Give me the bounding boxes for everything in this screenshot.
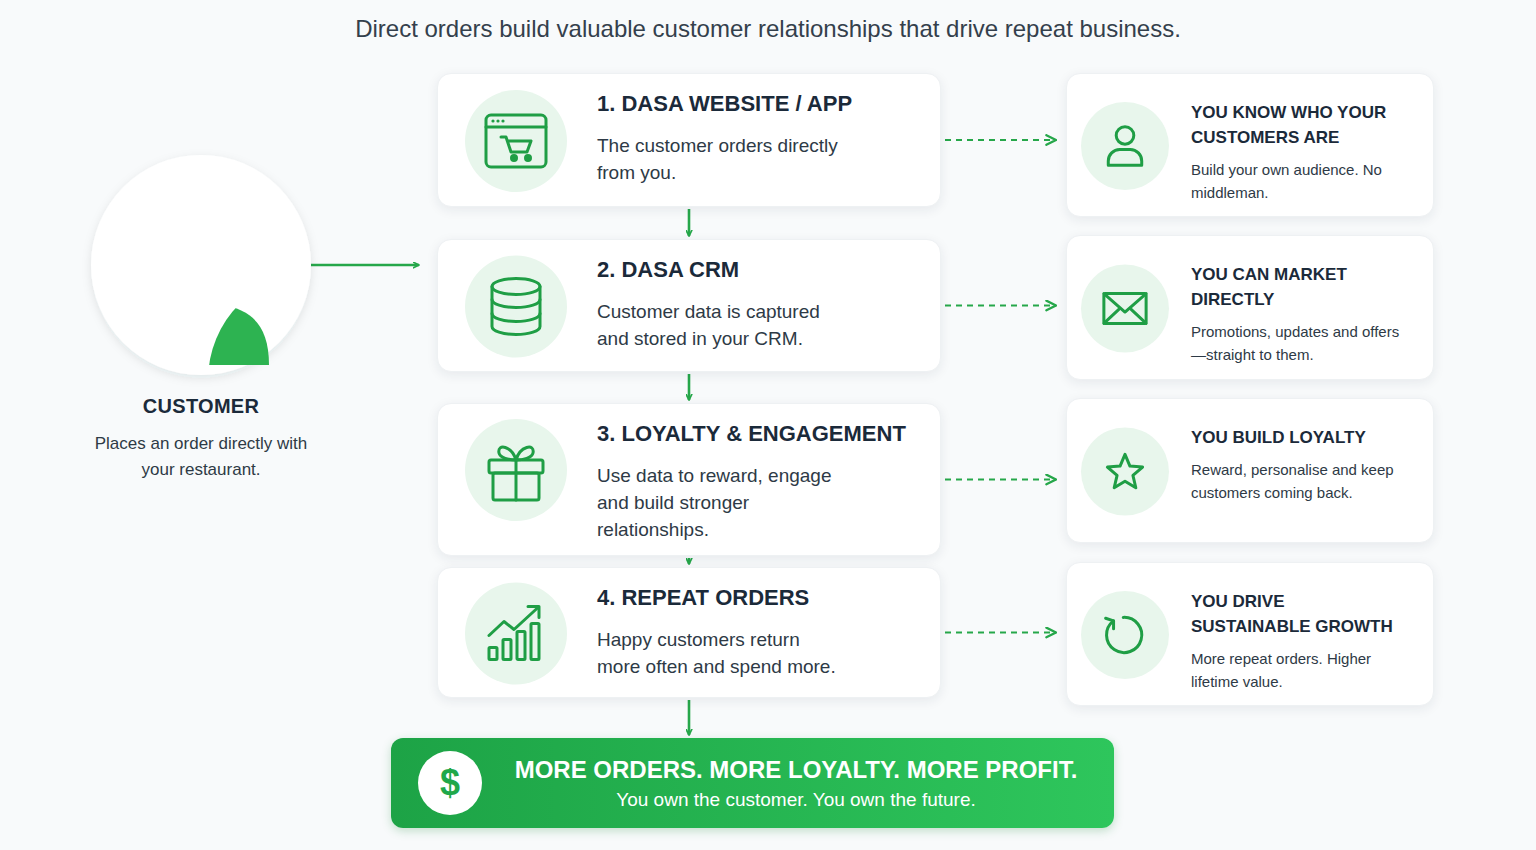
dashed-arrow [945,305,1056,307]
flow-arrow [305,264,419,267]
flow-arrow [688,700,691,735]
text-group: MORE ORDERS. MORE LOYALTY. MORE PROFIT.Y… [491,755,1101,813]
process-card: 3. LOYALTY & ENGAGEMENT Use data to rewar… [437,403,941,556]
text-group: YOU CAN MARKET DIRECTLY Promotions, updat… [1191,262,1406,366]
node-heading: CUSTOMER [86,393,316,419]
step-description: Happy customers return more often and sp… [597,626,847,680]
text-group: 4. REPEAT ORDERS Happy customers return m… [597,584,932,680]
benefit-card: YOU BUILD LOYALTY Reward, personalise and… [1066,398,1434,543]
flow-arrow [688,209,691,236]
benefit-description: More repeat orders. Higher lifetime valu… [1191,647,1406,693]
browser-icon [438,74,598,208]
benefit-description: Promotions, updates and offers—straight … [1191,320,1406,366]
dashed-arrow [945,139,1056,141]
process-card: 2. DASA CRM Customer data is captured and… [437,239,941,372]
process-card: 4. REPEAT ORDERS Happy customers return m… [437,567,941,698]
text-group: 3. LOYALTY & ENGAGEMENT Use data to rewar… [597,420,932,543]
diagram-title: Direct orders build valuable customer re… [0,14,1536,44]
flow-arrow [688,558,691,564]
db-icon [438,240,598,373]
customer-node: CUSTOMER Places an order directly with yo… [86,150,316,490]
benefit-description: Reward, personalise and keep customers c… [1191,458,1406,504]
dashed-arrow [945,632,1056,634]
banner-subline: You own the customer. You own the future… [491,787,1101,813]
text-group: $ [440,763,460,803]
process-card: 1. DASA WEBSITE / APP The customer orders… [437,73,941,207]
benefit-card: YOU KNOW WHO YOUR CUSTOMERS ARE Build you… [1066,73,1434,217]
banner-headline: MORE ORDERS. MORE LOYALTY. MORE PROFIT. [491,755,1101,785]
text-group: YOU KNOW WHO YOUR CUSTOMERS ARE Build you… [1191,100,1406,204]
benefit-card: YOU DRIVE SUSTAINABLE GROWTH More repeat … [1066,562,1434,706]
step-description: The customer orders directly from you. [597,132,847,186]
benefit-title: YOU BUILD LOYALTY [1191,425,1396,450]
step-description: Use data to reward, engage and build str… [597,462,847,543]
benefit-title: YOU CAN MARKET DIRECTLY [1191,262,1396,312]
text-group: 2. DASA CRM Customer data is captured and… [597,256,932,352]
text-group: YOU DRIVE SUSTAINABLE GROWTH More repeat … [1191,589,1406,693]
step-title: 3. LOYALTY & ENGAGEMENT [597,420,932,448]
result-banner: MORE ORDERS. MORE LOYALTY. MORE PROFIT.Y… [391,738,1114,828]
customer-avatar [86,150,316,380]
step-description: Customer data is captured and stored in … [597,298,847,352]
chart-icon [438,568,598,699]
dashed-arrow [945,479,1056,481]
node-description: Places an order directly with your resta… [86,431,316,483]
step-title: 2. DASA CRM [597,256,932,284]
text-group: 1. DASA WEBSITE / APP The customer orders… [597,90,932,186]
benefit-description: Build your own audience. No middleman. [1191,158,1406,204]
dollar-badge: $ [418,751,482,815]
dollar-sign: $ [440,763,460,803]
text-group: CUSTOMER Places an order directly with yo… [86,393,316,483]
benefit-title: YOU DRIVE SUSTAINABLE GROWTH [1191,589,1396,639]
step-title: 1. DASA WEBSITE / APP [597,90,932,118]
benefit-card: YOU CAN MARKET DIRECTLY Promotions, updat… [1066,235,1434,380]
step-title: 4. REPEAT ORDERS [597,584,932,612]
gift-icon [438,404,598,536]
benefit-title: YOU KNOW WHO YOUR CUSTOMERS ARE [1191,100,1396,150]
flow-arrow [688,374,691,400]
text-group: YOU BUILD LOYALTY Reward, personalise and… [1191,425,1406,504]
